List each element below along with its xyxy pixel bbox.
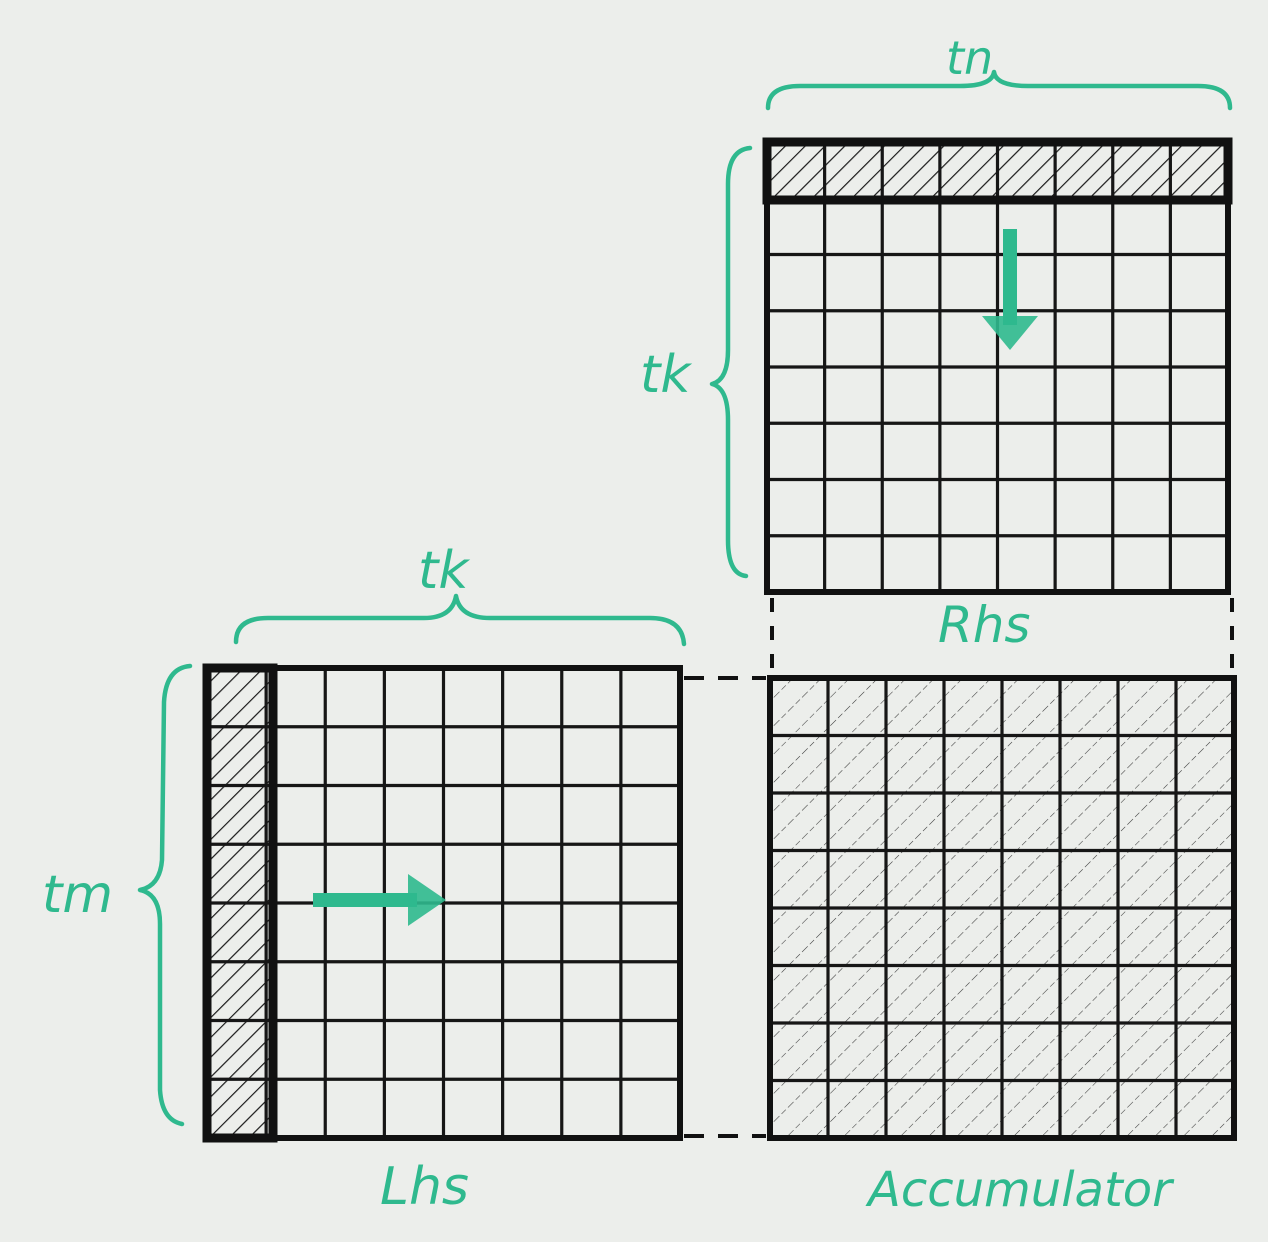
lhs-matrix (202, 663, 683, 1143)
lhs-height-label: tm (42, 865, 113, 925)
accumulator-frame (767, 675, 1237, 1141)
accumulator-matrix (767, 675, 1237, 1141)
lhs-height-brace (137, 663, 193, 1127)
lhs-width-label: tk (418, 541, 470, 601)
rhs-down-arrow-icon (982, 229, 1038, 350)
lhs-width-brace (233, 593, 687, 647)
rhs-width-brace (765, 69, 1233, 111)
accumulator-label: Accumulator (865, 1162, 1175, 1218)
rhs-matrix (762, 137, 1233, 595)
rhs-grid (765, 140, 1230, 594)
lhs-right-arrow-icon (313, 874, 446, 926)
rhs-height-label: tk (640, 345, 692, 405)
rhs-height-brace (709, 145, 753, 579)
rhs-label: Rhs (938, 596, 1030, 654)
dashed-connectors (684, 598, 1234, 1138)
accumulator-grid (768, 676, 1236, 1140)
rhs-highlight-border (762, 137, 1233, 205)
lhs-grid (205, 666, 682, 1140)
rhs-width-label: tn (946, 31, 993, 85)
lhs-highlight-border (202, 663, 278, 1143)
lhs-label: Lhs (380, 1157, 469, 1217)
